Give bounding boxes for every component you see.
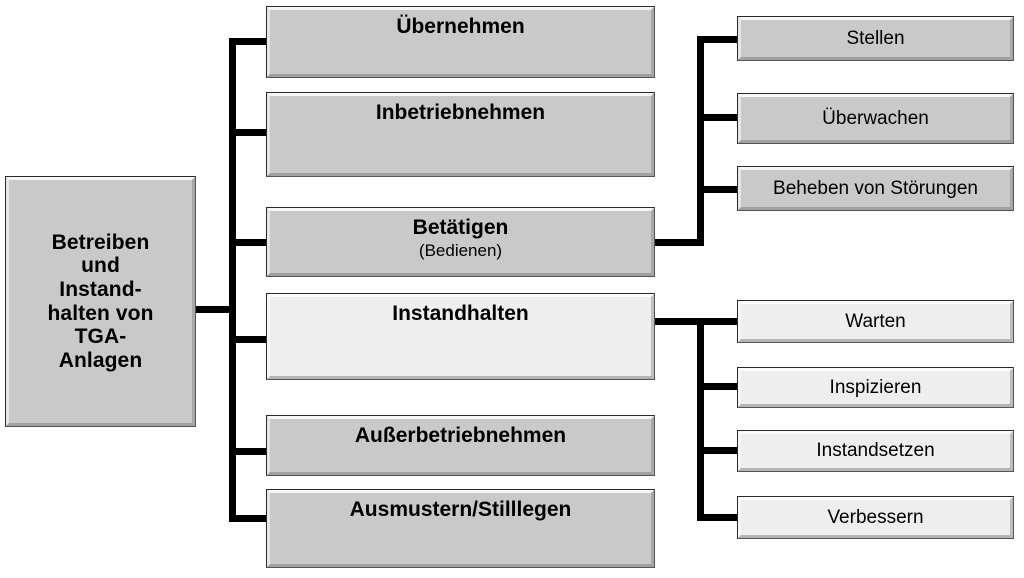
connector-to-stellen <box>697 36 740 43</box>
node-betaetigen-label: Betätigen <box>412 216 509 239</box>
connector-to-uebernehmen <box>229 38 268 45</box>
node-stellen[interactable]: Stellen <box>737 16 1014 61</box>
node-ausmustern-stilllegen-label: Ausmustern/Stilllegen <box>349 498 572 521</box>
node-inspizieren[interactable]: Inspizieren <box>737 367 1014 408</box>
connector-to-ueberwachen <box>697 114 740 121</box>
node-instandhalten[interactable]: Instandhalten <box>266 293 655 380</box>
node-warten[interactable]: Warten <box>737 300 1014 343</box>
node-ausserbetriebnehmen-label: Außerbetriebnehmen <box>354 424 567 447</box>
node-verbessern[interactable]: Verbessern <box>737 496 1014 539</box>
connector-to-instandhalten <box>229 336 268 343</box>
node-uebernehmen-label: Übernehmen <box>396 15 525 38</box>
node-inbetriebnehmen-label: Inbetriebnehmen <box>375 101 546 124</box>
node-ausserbetriebnehmen[interactable]: Außerbetriebnehmen <box>266 415 655 476</box>
connector-to-ausmustern <box>229 515 268 522</box>
node-uebernehmen[interactable]: Übernehmen <box>266 6 655 78</box>
node-root-line-3: halten von <box>47 301 154 325</box>
node-instandsetzen[interactable]: Instandsetzen <box>737 430 1014 472</box>
node-warten-label: Warten <box>845 310 906 332</box>
node-instandhalten-label: Instandhalten <box>392 302 529 325</box>
connector-instandhalten-stub <box>655 318 704 325</box>
node-ausmustern-stilllegen[interactable]: Ausmustern/Stilllegen <box>266 489 655 568</box>
node-root-line-2: Instand- <box>59 277 142 301</box>
node-root-line-1: und <box>81 254 120 278</box>
connector-to-inspizieren <box>697 383 740 390</box>
node-ueberwachen-label: Überwachen <box>822 107 929 129</box>
node-betaetigen[interactable]: Betätigen (Bedienen) <box>266 207 655 277</box>
node-root-line-5: Anlagen <box>58 348 143 372</box>
connector-to-beheben <box>697 186 740 193</box>
connector-to-inbetriebnehmen <box>229 129 268 136</box>
node-root[interactable]: Betreiben und Instand- halten von TGA- A… <box>5 176 196 427</box>
connector-to-verbessern <box>697 514 740 521</box>
connector-to-instandsetzen <box>697 447 740 454</box>
node-inspizieren-label: Inspizieren <box>829 376 922 398</box>
node-beheben-von-stoerungen[interactable]: Beheben von Störungen <box>737 166 1014 211</box>
node-root-line-4: TGA- <box>74 325 127 349</box>
node-instandsetzen-label: Instandsetzen <box>816 440 935 462</box>
connector-betaetigen-trunk <box>697 36 704 246</box>
connector-root-stub <box>196 306 236 313</box>
node-root-line-0: Betreiben <box>51 230 150 254</box>
connector-betaetigen-stub <box>655 239 704 246</box>
node-inbetriebnehmen[interactable]: Inbetriebnehmen <box>266 92 655 177</box>
connector-to-betaetigen <box>229 239 268 246</box>
connector-to-warten <box>697 318 740 325</box>
node-stellen-label: Stellen <box>846 27 905 49</box>
node-betaetigen-sublabel: (Bedienen) <box>418 240 503 260</box>
connector-instandhalten-trunk <box>697 318 704 521</box>
node-beheben-von-stoerungen-label: Beheben von Störungen <box>773 177 978 199</box>
node-ueberwachen[interactable]: Überwachen <box>737 93 1014 144</box>
node-verbessern-label: Verbessern <box>827 506 924 528</box>
connector-level1-trunk <box>229 38 236 522</box>
connector-to-ausserbetriebnehmen <box>229 448 268 455</box>
